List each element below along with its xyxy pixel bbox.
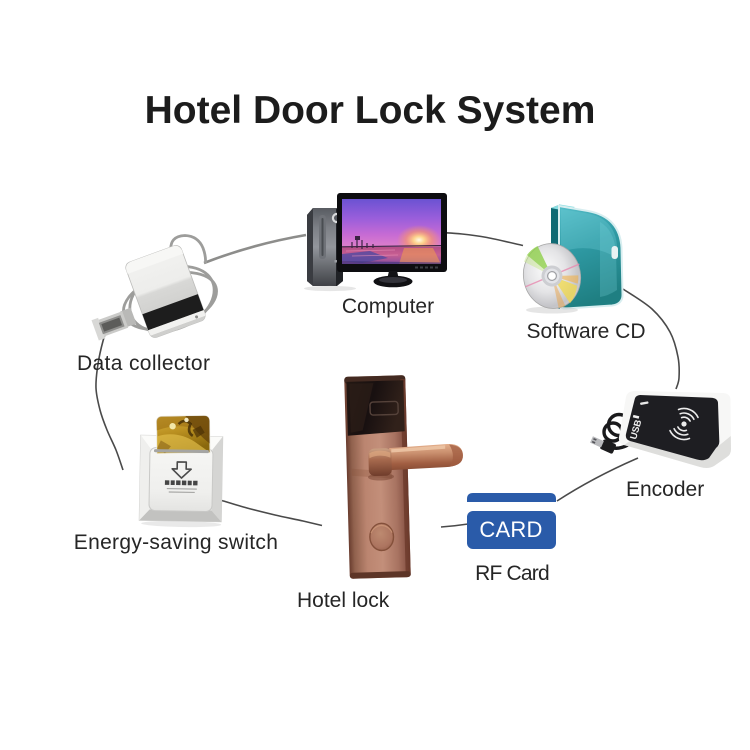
svg-text:Computer: Computer [342, 295, 434, 318]
svg-text:Software CD: Software CD [526, 320, 645, 343]
svg-text:Hotel Door Lock System: Hotel Door Lock System [145, 89, 596, 132]
svg-text:RF Card: RF Card [475, 562, 549, 585]
svg-text:CARD: CARD [479, 517, 542, 542]
svg-text:Data collector: Data collector [77, 352, 210, 375]
svg-text:Energy-saving switch: Energy-saving switch [74, 531, 278, 554]
svg-text:Hotel lock: Hotel lock [297, 589, 390, 612]
svg-text:Encoder: Encoder [626, 478, 704, 501]
svg-text:USB: USB [628, 418, 644, 440]
